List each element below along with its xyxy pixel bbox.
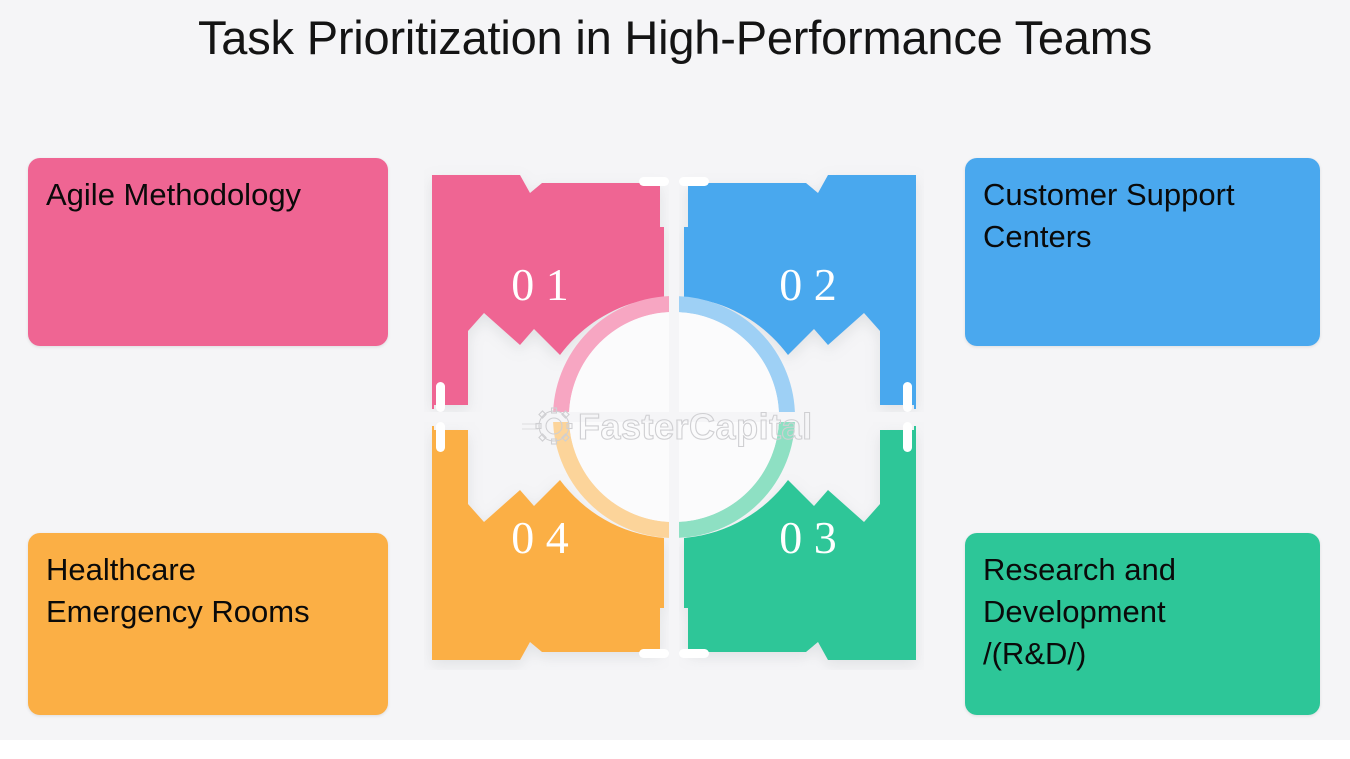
- label-card-text: Research and Development /(R&D/): [983, 552, 1177, 671]
- label-card-text: Agile Methodology: [46, 177, 302, 212]
- label-card-healthcare-emergency-rooms[interactable]: Healthcare Emergency Rooms: [28, 533, 388, 715]
- tick-left-bottom: [436, 422, 445, 452]
- tick-bottom-left: [639, 649, 669, 658]
- tick-left-top: [436, 382, 445, 412]
- horizontal-gutter: [424, 412, 924, 422]
- label-card-text: Customer Support Centers: [983, 177, 1235, 254]
- tick-bottom-right: [679, 649, 709, 658]
- label-card-agile-methodology[interactable]: Agile Methodology: [28, 158, 388, 346]
- segment-number-02: 0 2: [779, 259, 837, 310]
- tick-right-bottom: [903, 422, 912, 452]
- page-title: Task Prioritization in High-Performance …: [198, 11, 1152, 64]
- pinwheel-diagram: 0 1 0 2 0 4 0 3: [424, 165, 924, 670]
- segment-number-03: 0 3: [779, 512, 837, 563]
- segment-number-04: 0 4: [511, 512, 569, 563]
- tick-top-left: [639, 177, 669, 186]
- tick-top-right: [679, 177, 709, 186]
- segment-number-01: 0 1: [511, 259, 569, 310]
- tick-right-top: [903, 382, 912, 412]
- label-card-customer-support-centers[interactable]: Customer Support Centers: [965, 158, 1320, 346]
- label-card-text: Healthcare Emergency Rooms: [46, 552, 310, 629]
- label-card-research-and-development[interactable]: Research and Development /(R&D/): [965, 533, 1320, 715]
